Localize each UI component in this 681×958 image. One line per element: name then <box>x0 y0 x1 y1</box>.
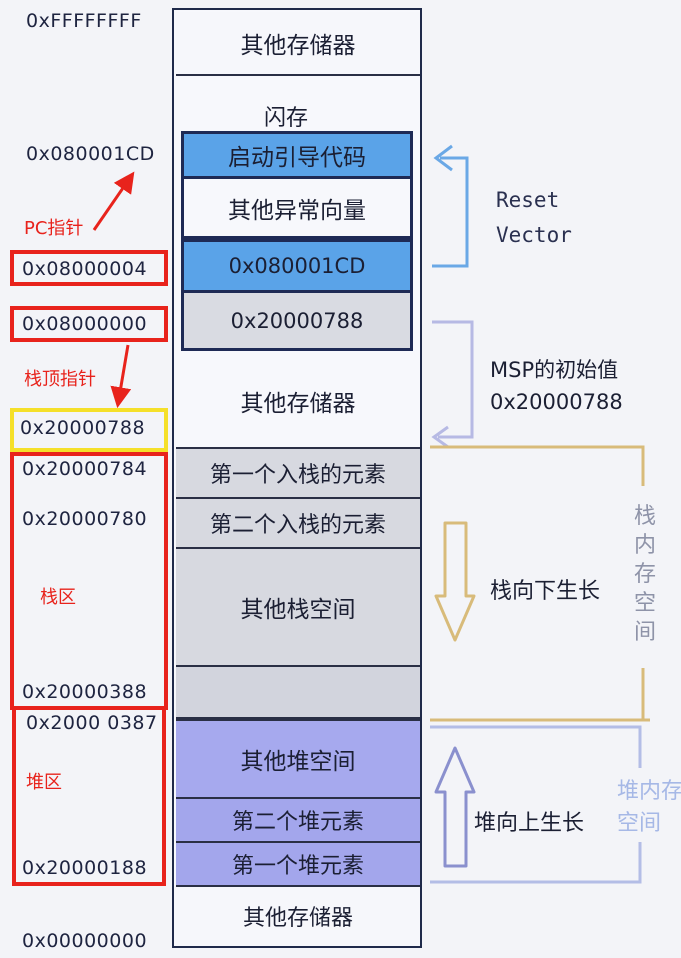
segment-stack-second: 第二个入栈的元素 <box>176 499 420 549</box>
segment-heap-second: 第二个堆元素 <box>176 799 420 843</box>
heap-space-bracket-top <box>430 725 642 768</box>
segment-other-bottom: 其他存储器 <box>176 887 420 945</box>
address-20000788: 0x20000788 <box>20 417 146 439</box>
msp-arrowhead <box>431 425 449 449</box>
reset-label-line1: Reset <box>496 188 560 212</box>
stack-grow-arrow <box>434 521 476 642</box>
msp-label-line2: 0x20000788 <box>490 390 623 414</box>
heap-area-label: 堆区 <box>26 772 62 793</box>
pc-pointer-arrow <box>92 171 135 231</box>
address-top: 0xFFFFFFFF <box>26 10 142 32</box>
stack-grow-label: 栈向下生长 <box>490 579 601 604</box>
msp-label-line1: MSP的初始值 <box>490 358 619 382</box>
heap-area-box <box>12 706 166 886</box>
address-08000004: 0x08000004 <box>22 258 148 280</box>
address-20000387: 0x2000 0387 <box>26 712 158 734</box>
segment-reset-vector: 0x080001CD <box>181 239 413 293</box>
flash-label: 闪存 <box>264 106 309 131</box>
msp-arrow <box>432 320 474 439</box>
reset-label-line2: Vector <box>496 223 572 247</box>
stack-area-label: 栈区 <box>40 587 76 608</box>
segment-other-stack: 其他栈空间 <box>176 549 420 667</box>
reset-vector-arrowhead <box>433 144 453 172</box>
pc-pointer-label: PC指针 <box>24 218 84 239</box>
sp-pointer-label: 栈顶指针 <box>24 369 96 390</box>
address-20000388: 0x20000388 <box>22 681 148 703</box>
address-20000188: 0x20000188 <box>22 857 148 879</box>
heap-grow-arrow <box>434 746 476 868</box>
segment-heap-first: 第一个堆元素 <box>176 843 420 887</box>
segment-msp-value: 0x20000788 <box>181 293 413 351</box>
heap-grow-label: 堆向上生长 <box>474 811 585 836</box>
segment-stack-boundary <box>176 667 420 719</box>
highlight-box-08000000 <box>10 306 168 342</box>
address-080001CD: 0x080001CD <box>26 143 155 165</box>
address-08000000: 0x08000000 <box>22 313 148 335</box>
segment-other-vectors: 其他异常向量 <box>181 179 413 239</box>
heap-space-label: 堆内存 空间 <box>617 779 681 836</box>
stack-space-bracket-bottom <box>430 668 650 722</box>
highlight-box-sp <box>10 408 168 452</box>
highlight-box-08000004 <box>10 250 168 286</box>
heap-space-bracket-bottom <box>430 842 642 884</box>
segment-other-heap: 其他堆空间 <box>176 719 420 799</box>
stack-space-bracket-top <box>430 445 645 486</box>
address-bottom: 0x00000000 <box>22 930 148 952</box>
segment-boot-code: 启动引导代码 <box>181 131 413 179</box>
sp-pointer-arrow <box>110 344 132 409</box>
segment-other-top: 其他存储器 <box>176 12 420 76</box>
reset-vector-arrow <box>432 156 469 268</box>
stack-space-label: 栈 内 存 空 间 <box>633 504 656 645</box>
segment-other-mid: 其他存储器 <box>176 355 420 447</box>
segment-stack-first: 第一个入栈的元素 <box>176 447 420 499</box>
address-20000784: 0x20000784 <box>22 458 148 480</box>
address-20000780: 0x20000780 <box>22 508 148 530</box>
